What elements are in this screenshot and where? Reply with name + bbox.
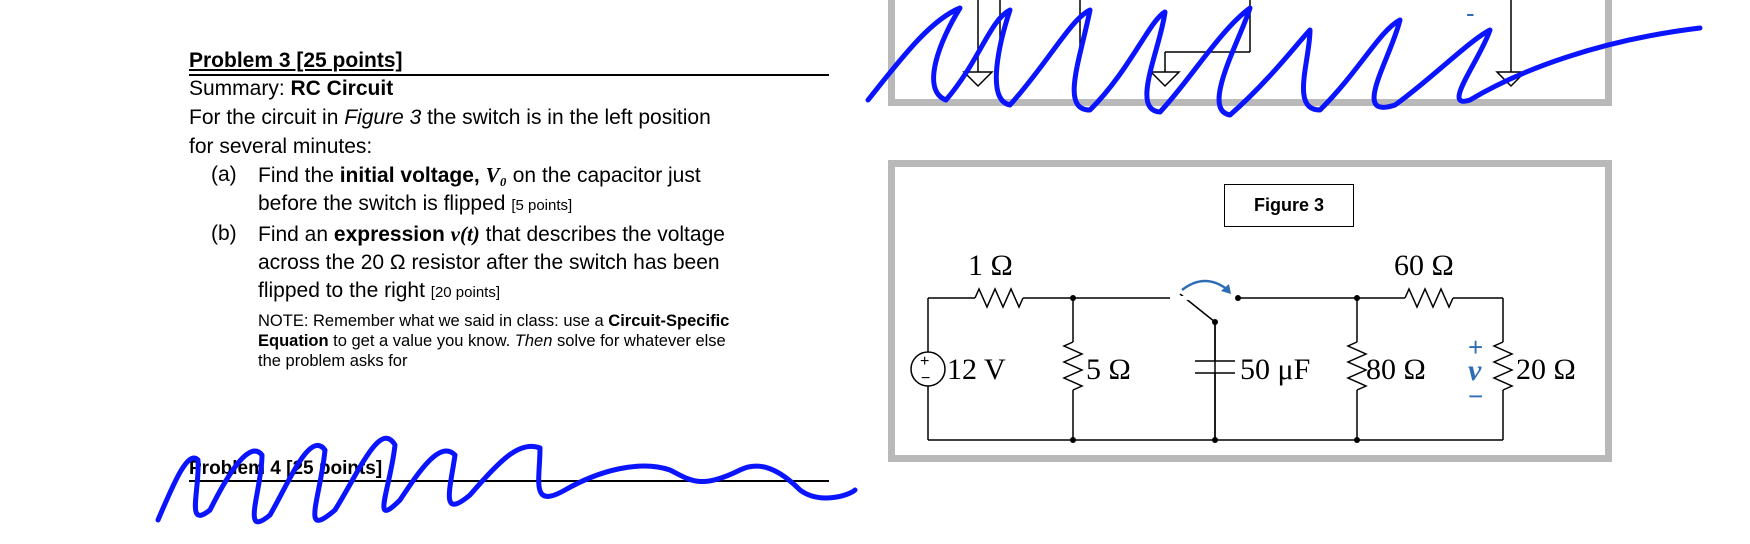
part-b-text-2: that describes the voltage: [479, 223, 725, 246]
intro-line-2: for several minutes:: [189, 135, 373, 158]
note-text-4: the problem asks for: [258, 352, 408, 370]
figure-3-label: Figure 3: [1224, 184, 1354, 227]
part-b-points: [20 points]: [430, 284, 500, 301]
part-a-points: [5 points]: [511, 197, 573, 214]
part-a-line-1: Find the initial voltage, V₀ on the capa…: [258, 161, 829, 190]
part-b-text-1: Find an: [258, 223, 334, 246]
voltage-label: v: [1468, 354, 1482, 387]
source-label: 12 V: [947, 353, 1006, 386]
part-a-text-3: before the switch is flipped: [258, 192, 512, 215]
problem-3-block: Problem 3 [25 points] Summary: RC Circui…: [189, 48, 829, 371]
resistor-80-label: 80 Ω: [1366, 353, 1426, 386]
note-bold-2: Equation: [258, 332, 329, 350]
resistor-20-label: 20 Ω: [1516, 353, 1576, 386]
part-a-label: (a): [211, 163, 237, 186]
resistor-60-label: 60 Ω: [1394, 249, 1454, 282]
resistor-1-label: 1 Ω: [968, 249, 1013, 282]
part-a-variable: V₀: [485, 163, 507, 187]
part-b-bold: expression: [333, 223, 451, 246]
intro-line-1: For the circuit in Figure 3 the switch i…: [189, 103, 829, 132]
part-a-line-2: before the switch is flipped [5 points]: [258, 190, 829, 220]
voltage-plus: +: [1468, 332, 1483, 362]
capacitor-label: 50 μF: [1240, 353, 1310, 386]
circuit-nodes: [1070, 295, 1360, 443]
source-plus: +: [920, 353, 929, 370]
summary-line: Summary: RC Circuit: [189, 74, 829, 103]
resistor-5-label: 5 Ω: [1086, 353, 1131, 386]
note-italic: Then: [514, 332, 553, 350]
part-b: (b) Find an expression v(t) that describ…: [189, 220, 829, 371]
intro-figure-ref: Figure 3: [344, 106, 422, 129]
note-text-3: solve for whatever else: [552, 332, 726, 350]
summary-prefix: Summary:: [189, 77, 291, 100]
part-b-variable: v(t): [450, 222, 480, 246]
summary-topic: RC Circuit: [290, 77, 394, 100]
note-text-2: to get a value you know.: [328, 332, 515, 350]
part-a: (a) Find the initial voltage, V₀ on the …: [189, 161, 829, 220]
part-a-text-2: on the capacitor just: [506, 164, 701, 187]
part-b-line-3: flipped to the right [20 points]: [258, 277, 829, 307]
part-a-bold: initial voltage,: [339, 164, 486, 187]
note-bold-1: Circuit-Specific: [608, 312, 730, 330]
source-minus: −: [921, 370, 930, 387]
problem-3-title-rule: [189, 74, 829, 76]
part-b-text-4: flipped to the right: [258, 279, 431, 302]
part-b-note: NOTE: Remember what we said in class: us…: [258, 311, 829, 371]
part-a-text-1: Find the: [258, 164, 340, 187]
part-b-line-2: across the 20 Ω resistor after the switc…: [258, 251, 720, 274]
part-b-label: (b): [211, 222, 237, 245]
part-b-line-1: Find an expression v(t) that describes t…: [258, 220, 829, 249]
figure-3-frame: [888, 160, 1612, 462]
intro-text-2: the switch is in the left position: [421, 106, 711, 129]
problem-3-title: Problem 3 [25 points]: [189, 49, 403, 72]
intro-text-1: For the circuit in: [189, 106, 345, 129]
note-text-1: NOTE: Remember what we said in class: us…: [258, 312, 609, 330]
voltage-minus: −: [1468, 381, 1483, 411]
switch-arrow-icon: [1181, 279, 1229, 291]
